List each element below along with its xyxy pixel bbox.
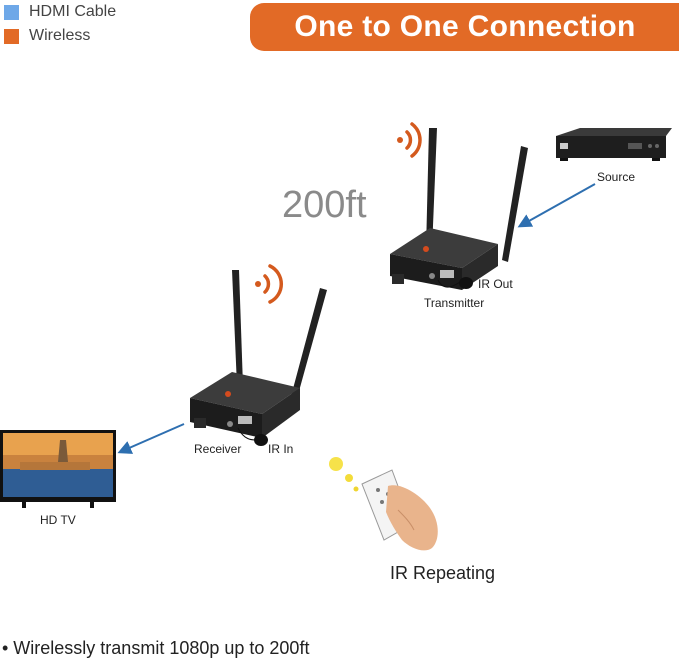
- legend-item-wireless: Wireless: [4, 24, 116, 48]
- legend-swatch-wireless: [4, 28, 19, 44]
- source-device-icon: [556, 128, 672, 161]
- transmitter-antenna-icon: [426, 128, 528, 262]
- legend-item-hdmi: HDMI Cable: [4, 0, 116, 24]
- title-banner: One to One Connection: [250, 3, 679, 51]
- transmitter-device-icon: [390, 228, 498, 290]
- ir-out-label: IR Out: [478, 277, 513, 291]
- hdmi-arrow-tv: [117, 423, 185, 454]
- legend-label-wireless: Wireless: [29, 27, 91, 44]
- distance-label: 200ft: [282, 184, 367, 226]
- ir-signal-dots-icon: [329, 457, 359, 492]
- wifi-waves-icon: [397, 122, 422, 158]
- banner-title: One to One Connection: [294, 10, 636, 43]
- hd-tv-icon: [0, 430, 116, 508]
- wifi-waves-icon: [255, 264, 283, 304]
- ir-repeating-label: IR Repeating: [390, 563, 496, 583]
- ir-sensor-icon: [437, 277, 473, 289]
- receiver-device-icon: [190, 372, 300, 438]
- hd-tv-label: HD TV: [40, 513, 76, 527]
- ir-in-label: IR In: [268, 442, 294, 456]
- source-label: Source: [597, 170, 636, 184]
- ir-sensor-icon: [237, 427, 268, 446]
- hdmi-arrow-source: [517, 183, 596, 228]
- hand-remote-icon: [361, 469, 438, 551]
- legend-swatch-hdmi: [4, 4, 19, 20]
- receiver-label: Receiver: [194, 442, 242, 456]
- transmitter-label: Transmitter: [424, 296, 485, 310]
- legend: HDMI Cable Wireless: [4, 0, 116, 48]
- legend-label-hdmi: HDMI Cable: [29, 3, 117, 20]
- receiver-antenna-icon: [232, 270, 327, 402]
- feature-bullet: • Wirelessly transmit 1080p up to 200ft: [2, 638, 310, 658]
